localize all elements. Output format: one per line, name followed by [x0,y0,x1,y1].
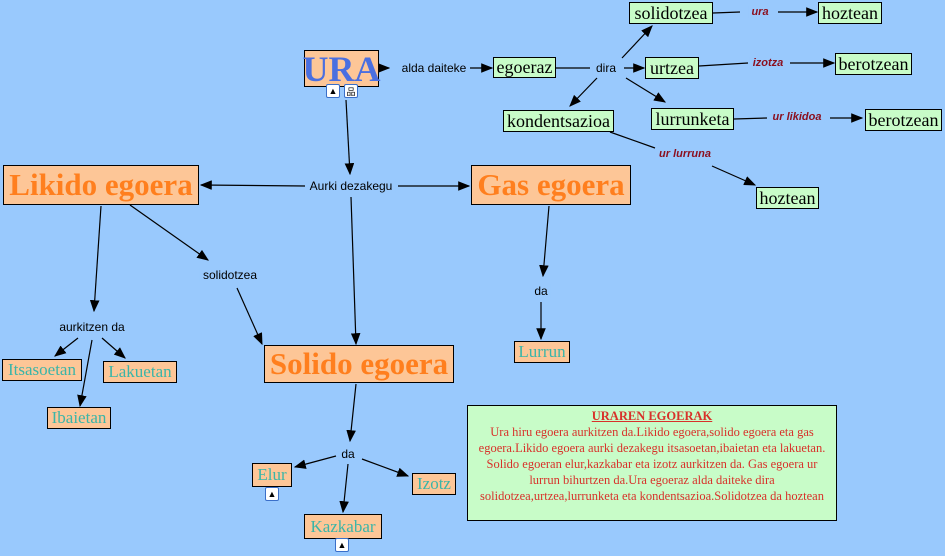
concept-kondentsazioa[interactable]: kondentsazioa [503,110,614,132]
concept-elur[interactable]: Elur [252,463,292,487]
link-ur-likidoa: ur likidoa [769,111,825,123]
concept-izotz[interactable]: Izotz [412,473,456,495]
concept-likido-egoera[interactable]: Likido egoera [3,165,199,205]
note-title: URAREN EGOERAK [591,409,713,423]
concept-lakuetan[interactable]: Lakuetan [103,361,177,383]
link-ura: ura [748,6,772,18]
link-solidotzea: solidotzea [199,268,261,282]
link-aurki-dezakegu: Aurki dezakegu [306,179,396,193]
concept-berotzean-2[interactable]: berotzean [865,109,942,131]
link-izotza: izotza [749,57,787,69]
concept-ibaietan[interactable]: Ibaietan [47,407,111,429]
concept-itsasoetan[interactable]: Itsasoetan [2,359,82,381]
concept-solidotzea[interactable]: solidotzea [629,2,713,24]
concept-solido-egoera[interactable]: Solido egoera [264,345,454,383]
link-aurkitzen-da: aurkitzen da [56,320,128,334]
image-icon[interactable]: ▲ [326,84,340,98]
image-icon[interactable]: ▲ [265,487,279,501]
concept-kazkabar[interactable]: Kazkabar [304,514,382,539]
link-alda-daiteke: alda daiteke [398,61,470,75]
link-ur-lurruna: ur lurruna [656,148,714,160]
concept-egoeraz[interactable]: egoeraz [493,57,556,78]
concept-urtzea[interactable]: urtzea [645,57,699,79]
link-da-gas: da [531,284,551,298]
concept-berotzean[interactable]: berotzean [835,53,912,75]
link-dira: dira [592,61,620,75]
note-body: Ura hiru egoera aurkitzen da.Likido egoe… [478,425,826,503]
concept-lurrunketa[interactable]: lurrunketa [651,108,734,130]
concept-hoztean-2[interactable]: hoztean [756,187,819,209]
image-icon[interactable]: ▲ [335,538,349,552]
concept-lurrun[interactable]: Lurrun [514,341,570,363]
note-box: URAREN EGOERAK Ura hiru egoera aurkitzen… [467,405,837,521]
link-da-solido: da [338,447,358,461]
concept-ura[interactable]: URA [302,48,381,89]
concept-gas-egoera[interactable]: Gas egoera [471,165,631,205]
submap-icon[interactable]: 品 [344,84,358,98]
concept-hoztean[interactable]: hoztean [818,2,882,24]
